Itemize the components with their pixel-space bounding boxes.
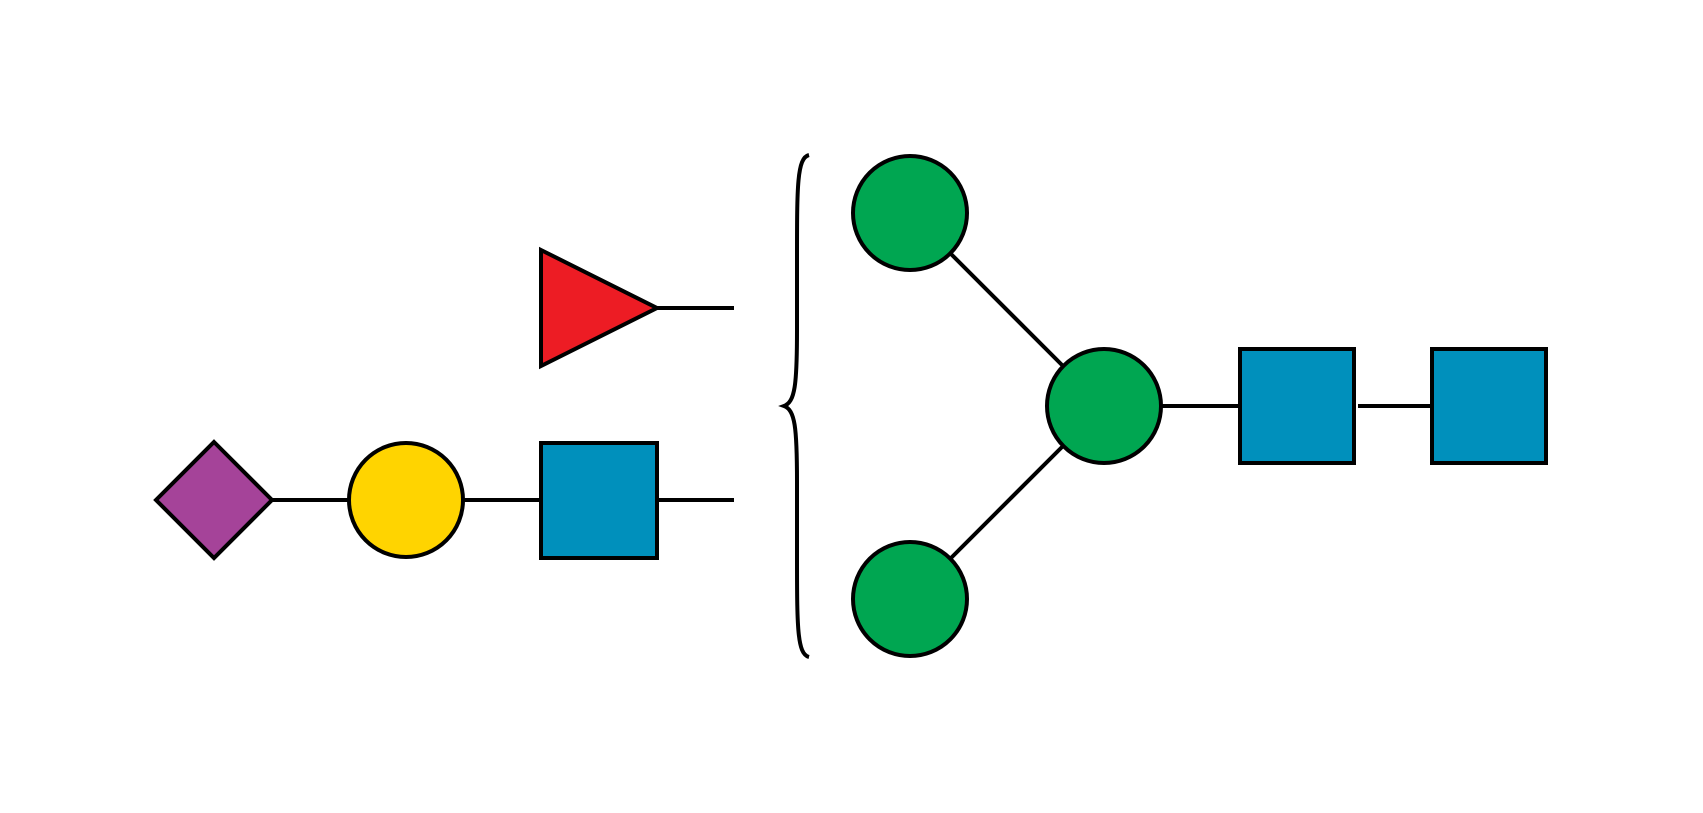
- fucose-triangle: [539, 246, 662, 370]
- curly-bracket: [778, 153, 810, 659]
- core-root-square: [1430, 347, 1548, 465]
- bond-branch-to-upper: [949, 252, 1064, 367]
- core-second-square: [1238, 347, 1356, 465]
- bond-branch-to-lower: [949, 445, 1064, 560]
- sialic-diamond: [153, 439, 275, 561]
- antenna-fragments: [153, 246, 662, 561]
- core-branch-circle: [1045, 347, 1163, 465]
- galactose-circle: [347, 441, 465, 559]
- core-structure: [851, 154, 1548, 658]
- core-upper-arm-circle: [851, 154, 969, 272]
- core-lower-arm-circle: [851, 540, 969, 658]
- bonds: [272, 252, 1432, 560]
- glcnac-square: [539, 441, 659, 560]
